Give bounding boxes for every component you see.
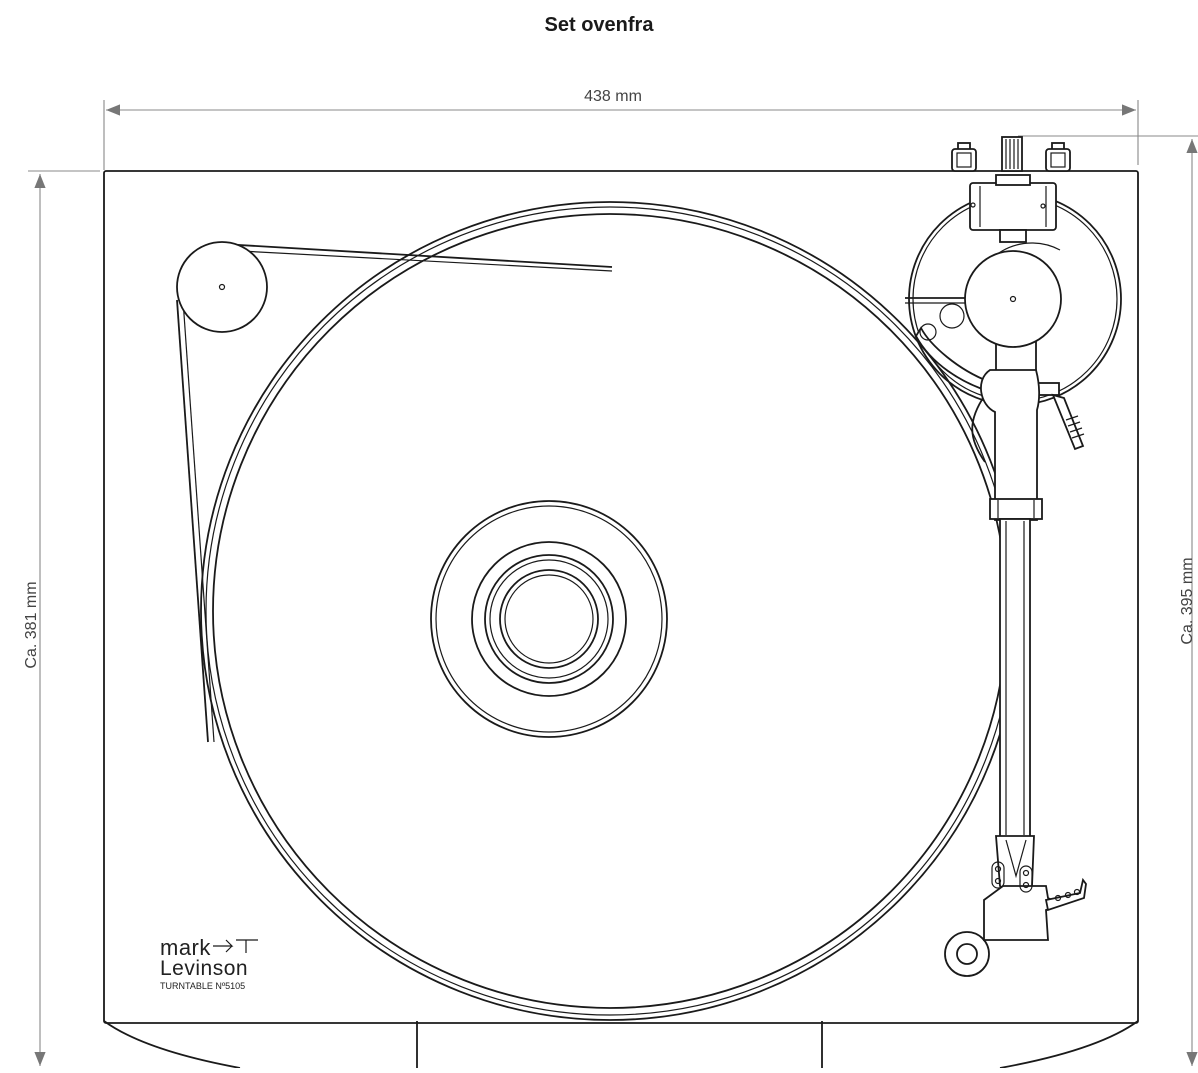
view-title: Set ovenfra xyxy=(544,14,654,36)
dimension-width: 438 mm xyxy=(103,88,1139,170)
depth-with-arm-label: Ca. 395 mm xyxy=(1179,557,1196,644)
plinth xyxy=(103,170,1139,1069)
platter xyxy=(200,201,1020,1021)
logo-line-2: Levinson xyxy=(160,957,248,980)
tonearm xyxy=(905,174,1122,941)
dimension-depth: Ca. 381 mm xyxy=(23,170,100,1066)
width-label: 438 mm xyxy=(584,88,642,105)
brand-logo: mark Levinson TURNTABLE Nº5105 xyxy=(160,935,258,991)
logo-model: TURNTABLE Nº5105 xyxy=(160,981,245,991)
control-knob xyxy=(944,931,990,977)
record-clamp xyxy=(430,500,668,738)
motor-pulley xyxy=(176,241,268,333)
depth-label: Ca. 381 mm xyxy=(23,581,40,668)
logo-line-1: mark xyxy=(160,935,211,960)
rear-connectors xyxy=(951,136,1071,172)
dimension-depth-with-arm: Ca. 395 mm xyxy=(1018,135,1198,1066)
